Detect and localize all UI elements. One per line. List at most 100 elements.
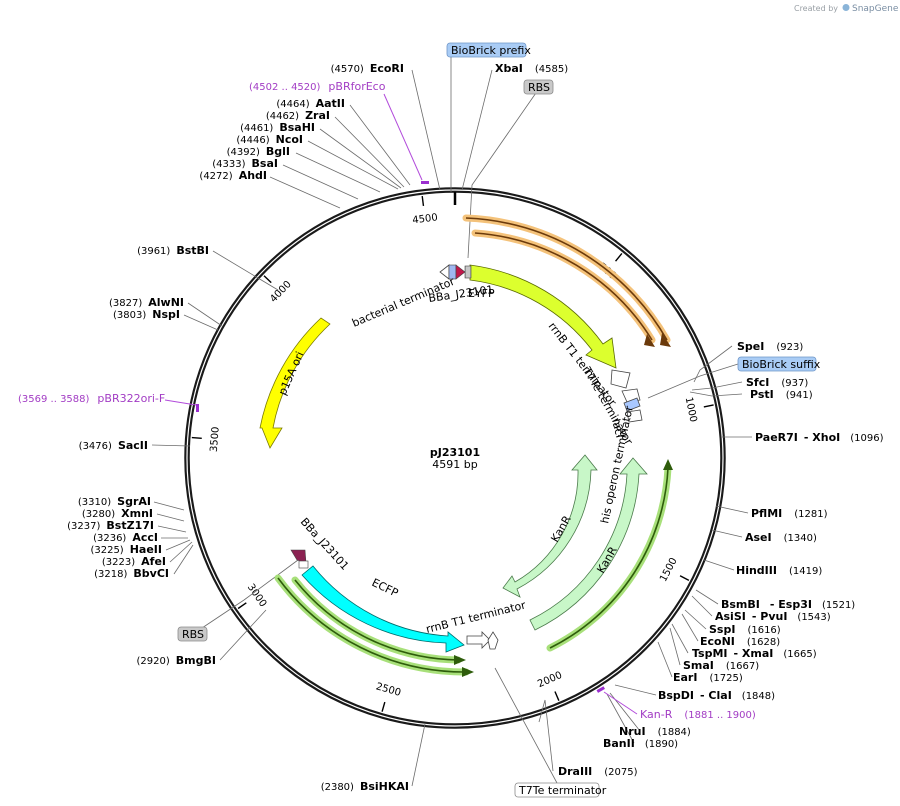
bottom-terminators xyxy=(466,631,499,650)
sites-right: XbaI(4585) SpeI(923) SfcI(937) PstI(941)… xyxy=(495,62,884,778)
svg-text:Kan-R(1881 .. 1900): Kan-R(1881 .. 1900) xyxy=(640,708,756,721)
boxed-label-biobrick-suffix: BioBrick suffix xyxy=(737,356,821,372)
tick-mark-4500 xyxy=(421,195,425,207)
credit-brand: SnapGene xyxy=(852,4,899,14)
tick-label-1500: 1500 xyxy=(658,556,680,584)
svg-text:(3569 .. 3588)pBR322ori-F: (3569 .. 3588)pBR322ori-F xyxy=(18,392,165,405)
kanr-annotation-arrow xyxy=(546,459,673,652)
tick-mark-4000 xyxy=(263,275,272,284)
feature-label-ecfp: ECFP xyxy=(370,576,401,600)
svg-text:(3237)BstZ17I: (3237)BstZ17I xyxy=(67,519,154,532)
primer-kanr-mark xyxy=(596,686,605,693)
plasmid-name: pJ23101 xyxy=(430,446,480,459)
svg-text:NruI(1884): NruI(1884) xyxy=(619,725,691,738)
svg-text:(3223)AfeI: (3223)AfeI xyxy=(102,555,166,568)
tick-label-3500: 3500 xyxy=(209,426,222,452)
sites-left: (4570)EcoRI (4464)AatII (4462)ZraI (4461… xyxy=(67,62,409,793)
svg-text:(4392)BglI: (4392)BglI xyxy=(227,145,290,158)
ecfp-annotation-arrows xyxy=(274,574,474,677)
svg-text:(3310)SgrAI: (3310)SgrAI xyxy=(78,495,151,508)
feature-kanr-inner-arrow xyxy=(502,454,598,598)
svg-text:PstI(941): PstI(941) xyxy=(750,388,813,401)
feature-kanr-outer-arrow xyxy=(529,457,648,631)
svg-text:(2380)BsiHKAI: (2380)BsiHKAI xyxy=(321,780,409,793)
svg-text:(3280)XmnI: (3280)XmnI xyxy=(82,507,153,520)
tick-mark-3000 xyxy=(237,602,247,610)
feature-p15a-ori-arrow xyxy=(259,317,331,449)
leader-lines xyxy=(151,57,752,787)
primer-markers xyxy=(164,93,638,715)
svg-text:BspDI- ClaI(1848): BspDI- ClaI(1848) xyxy=(658,689,775,702)
tick-mark-2000 xyxy=(554,691,560,701)
feature-label-rrnb-bottom: rrnB T1 terminator xyxy=(425,598,528,635)
svg-text:TspMI- XmaI(1665): TspMI- XmaI(1665) xyxy=(692,647,817,660)
tick-label-2000: 2000 xyxy=(536,670,564,690)
svg-text:XbaI(4585): XbaI(4585) xyxy=(495,62,568,75)
svg-text:AsiSI- PvuI(1543): AsiSI- PvuI(1543) xyxy=(715,610,831,623)
svg-text:(4272)AhdI: (4272)AhdI xyxy=(199,169,267,182)
svg-text:(3803)NspI: (3803)NspI xyxy=(113,308,180,321)
tick-label-2500: 2500 xyxy=(375,681,403,699)
primer-pbrforeco-mark xyxy=(421,181,429,184)
feature-label-laci: lacI xyxy=(609,418,626,440)
svg-text:(3827)AlwNI: (3827)AlwNI xyxy=(109,296,184,309)
svg-text:SfcI(937): SfcI(937) xyxy=(746,376,808,389)
terminator-cluster-right xyxy=(610,369,643,423)
backbone-inner-line xyxy=(186,189,724,727)
svg-text:BanII(1890): BanII(1890) xyxy=(603,737,678,750)
svg-text:(4461)BsaHI: (4461)BsaHI xyxy=(240,121,315,134)
feature-ecfp-arrow xyxy=(301,565,465,653)
svg-text:(3225)HaeII: (3225)HaeII xyxy=(90,543,162,556)
svg-text:(3236)AccI: (3236)AccI xyxy=(93,531,158,544)
boxed-label-biobrick-prefix: BioBrick prefix xyxy=(446,42,531,58)
svg-text:(4446)NcoI: (4446)NcoI xyxy=(236,133,303,146)
svg-text:RBS: RBS xyxy=(528,81,550,94)
top-promoter-cluster xyxy=(439,264,472,280)
svg-text:(4570)EcoRI: (4570)EcoRI xyxy=(331,62,404,75)
svg-text:(3476)SacII: (3476)SacII xyxy=(79,439,148,452)
svg-text:RBS: RBS xyxy=(182,628,204,641)
svg-text:BsmBI- Esp3I(1521): BsmBI- Esp3I(1521) xyxy=(721,598,855,611)
svg-text:(4502 .. 4520)pBRforEco: (4502 .. 4520)pBRforEco xyxy=(249,80,386,93)
snapgene-logo-icon xyxy=(842,4,850,11)
tick-label-4000: 4000 xyxy=(268,279,294,305)
feature-eyfp-arrow xyxy=(469,264,617,369)
svg-text:(4464)AatII: (4464)AatII xyxy=(276,97,345,110)
svg-text:HindIII(1419): HindIII(1419) xyxy=(736,564,822,577)
svg-text:EcoNI(1628): EcoNI(1628) xyxy=(700,635,780,648)
svg-text:SpeI(923): SpeI(923) xyxy=(737,340,803,353)
svg-text:BioBrick suffix: BioBrick suffix xyxy=(742,358,821,371)
svg-text:PflMI(1281): PflMI(1281) xyxy=(751,507,828,520)
svg-text:EarI(1725): EarI(1725) xyxy=(673,671,743,684)
svg-text:(3961)BstBI: (3961)BstBI xyxy=(137,244,209,257)
svg-text:PaeR7I- XhoI(1096): PaeR7I- XhoI(1096) xyxy=(755,431,884,444)
boxed-label-rbs-top: RBS xyxy=(523,79,554,95)
primer-labels: (4502 .. 4520)pBRforEco (3569 .. 3588)pB… xyxy=(18,80,756,721)
tick-mark-2500 xyxy=(381,701,386,712)
tick-mark-500 xyxy=(615,252,623,262)
credit-prefix: Created by xyxy=(794,4,838,13)
svg-text:AseI(1340): AseI(1340) xyxy=(745,531,817,544)
tick-label-1000: 1000 xyxy=(683,396,699,423)
svg-text:SspI(1616): SspI(1616) xyxy=(709,623,781,636)
svg-text:BioBrick prefix: BioBrick prefix xyxy=(451,44,531,57)
primer-leader-kanr xyxy=(603,691,638,715)
boxed-label-rbs-left: RBS xyxy=(177,626,208,642)
primer-pbr322ori-mark xyxy=(196,404,199,412)
svg-text:(3218)BbvCI: (3218)BbvCI xyxy=(94,567,169,580)
feature-label-eyfp: EYFP xyxy=(468,287,495,300)
tick-label-3000: 3000 xyxy=(245,582,269,609)
svg-text:(4462)ZraI: (4462)ZraI xyxy=(266,109,330,122)
tick-mark-1500 xyxy=(679,575,690,582)
svg-text:(2920)BmgBI: (2920)BmgBI xyxy=(137,654,216,667)
tick-mark-3500 xyxy=(191,436,202,439)
bottom-promoter-cluster xyxy=(290,549,309,569)
svg-text:DraIII(2075): DraIII(2075) xyxy=(558,765,638,778)
svg-text:SmaI(1667): SmaI(1667) xyxy=(683,659,759,672)
eyfp-annotation-arrows xyxy=(462,214,671,347)
svg-text:(4333)BsaI: (4333)BsaI xyxy=(212,157,278,170)
plasmid-length: 4591 bp xyxy=(432,458,477,471)
primer-leader-pbrforeco xyxy=(383,93,423,181)
tick-label-4500: 4500 xyxy=(412,212,439,226)
